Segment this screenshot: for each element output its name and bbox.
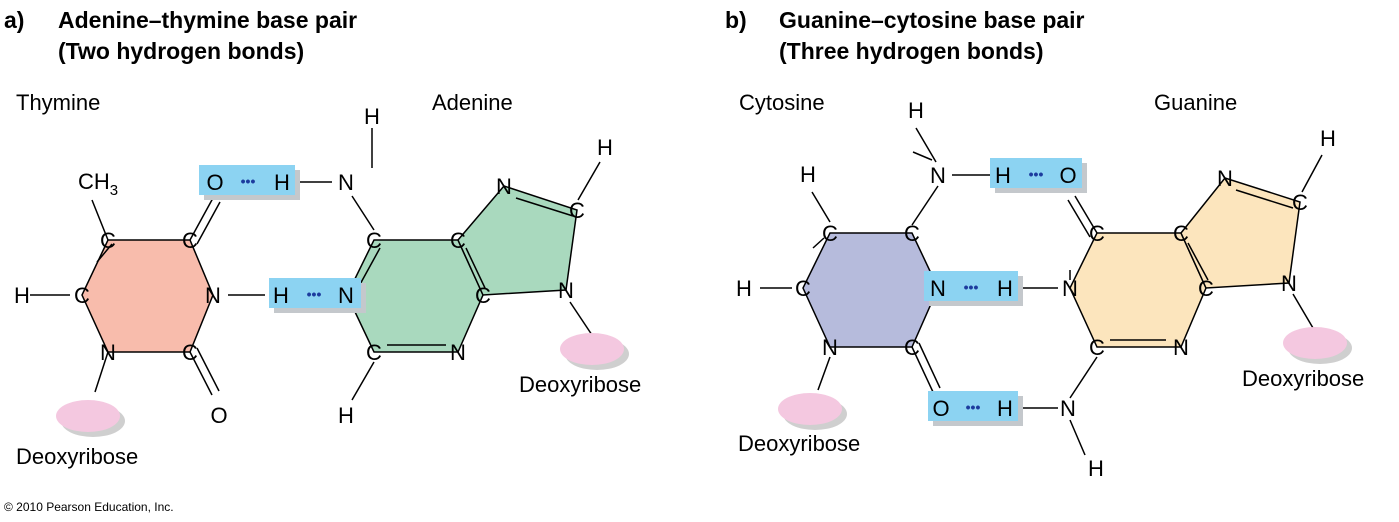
atom-h: H	[338, 403, 354, 428]
atom-h: H	[995, 163, 1011, 188]
cytosine-sugar-label: Deoxyribose	[738, 431, 860, 456]
atom-c: C	[904, 335, 920, 360]
atom-n: N	[1217, 166, 1233, 191]
atom-h: H	[597, 135, 613, 160]
adenine-sugar	[560, 333, 624, 365]
guanine-sugar	[1283, 327, 1347, 359]
hbond-box-n-h	[924, 271, 1018, 301]
atom-h: H	[14, 283, 30, 308]
panel-a-letter: a)	[4, 7, 24, 33]
atom-c: C	[450, 228, 466, 253]
atom-c: C	[182, 228, 198, 253]
atom-n: N	[930, 276, 946, 301]
panel-a-bonds	[30, 128, 601, 401]
adenine-sugar-label: Deoxyribose	[519, 372, 641, 397]
hbond-box-h-n	[269, 278, 361, 308]
cytosine-label: Cytosine	[739, 90, 825, 115]
panel-a-title: Adenine–thymine base pair	[58, 7, 357, 33]
atom-o: O	[932, 396, 949, 421]
hbond-box-o-h	[928, 391, 1018, 421]
atom-n: N	[1173, 335, 1189, 360]
atom-h: H	[364, 104, 380, 129]
thymine-label: Thymine	[16, 90, 100, 115]
guanine-sugar-label: Deoxyribose	[1242, 366, 1364, 391]
atom-n: N	[930, 163, 946, 188]
adenine-six-ring	[346, 239, 484, 353]
copyright-notice: © 2010 Pearson Education, Inc.	[4, 500, 174, 514]
atom-c: C	[475, 283, 491, 308]
atom-n: N	[822, 335, 838, 360]
thymine-sugar-label: Deoxyribose	[16, 444, 138, 469]
panel-b-title: Guanine–cytosine base pair	[779, 7, 1085, 33]
atom-h: H	[1320, 126, 1336, 151]
panel-a-atoms: CH3 C C H C N N C O O H H N C C H N C C …	[14, 104, 613, 428]
panel-b-atoms: H C C H C N N C H N H O H N C C C C N O …	[736, 98, 1336, 481]
atom-c: C	[1292, 190, 1308, 215]
methyl-group: CH3	[78, 169, 118, 199]
atom-h: H	[274, 170, 290, 195]
atom-h: H	[1088, 456, 1104, 481]
atom-n: N	[1281, 271, 1297, 296]
atom-c: C	[795, 276, 811, 301]
atom-c: C	[569, 198, 585, 223]
atom-n: N	[100, 340, 116, 365]
panel-b-hbond-dots: ••• ••• •••	[964, 166, 1044, 415]
hbond-dots: •••	[307, 286, 322, 302]
hbond-dots: •••	[966, 399, 981, 415]
panel-a: a) Adenine–thymine base pair (Two hydrog…	[4, 7, 641, 469]
panel-b: b) Guanine–cytosine base pair (Three hyd…	[725, 7, 1364, 481]
atom-h: H	[800, 162, 816, 187]
atom-c: C	[1173, 221, 1189, 246]
atom-n: N	[205, 283, 221, 308]
atom-n: N	[1060, 396, 1076, 421]
atom-h: H	[908, 98, 924, 123]
atom-c: C	[100, 228, 116, 253]
hbond-dots: •••	[241, 173, 256, 189]
cytosine-sugar	[778, 393, 842, 425]
panel-b-letter: b)	[725, 7, 747, 33]
atom-h: H	[997, 276, 1013, 301]
guanine-six-ring	[1069, 232, 1207, 348]
thymine-sugar	[56, 400, 120, 432]
atom-c: C	[74, 283, 90, 308]
atom-o: O	[206, 170, 223, 195]
atom-n: N	[558, 278, 574, 303]
panel-a-subtitle: (Two hydrogen bonds)	[58, 38, 304, 64]
atom-n: N	[1062, 276, 1078, 301]
atom-c: C	[904, 221, 920, 246]
atom-c: C	[822, 221, 838, 246]
atom-o: O	[1059, 163, 1076, 188]
hbond-dots: •••	[1029, 166, 1044, 182]
atom-h: H	[736, 276, 752, 301]
atom-h: H	[997, 396, 1013, 421]
hbond-box-h-o	[990, 158, 1082, 188]
cytosine-ring	[802, 232, 939, 348]
adenine-label: Adenine	[432, 90, 513, 115]
guanine-label: Guanine	[1154, 90, 1237, 115]
guanine-five-ring	[1180, 177, 1301, 289]
hbond-dots: •••	[964, 279, 979, 295]
panel-b-subtitle: (Three hydrogen bonds)	[779, 38, 1044, 64]
panel-a-hbond-dots: ••• •••	[241, 173, 322, 302]
atom-h: H	[273, 283, 289, 308]
atom-c: C	[1198, 276, 1214, 301]
atom-n: N	[338, 170, 354, 195]
adenine-five-ring	[457, 185, 578, 296]
atom-n: N	[450, 340, 466, 365]
atom-c: C	[366, 340, 382, 365]
panel-b-bonds	[760, 127, 1323, 456]
atom-c: C	[182, 340, 198, 365]
hbond-box-o-h	[199, 165, 295, 195]
atom-c: C	[1089, 335, 1105, 360]
atom-n: N	[496, 174, 512, 199]
atom-c: C	[1089, 221, 1105, 246]
atom-c: C	[366, 228, 382, 253]
atom-n: N	[338, 283, 354, 308]
atom-o: O	[210, 403, 227, 428]
